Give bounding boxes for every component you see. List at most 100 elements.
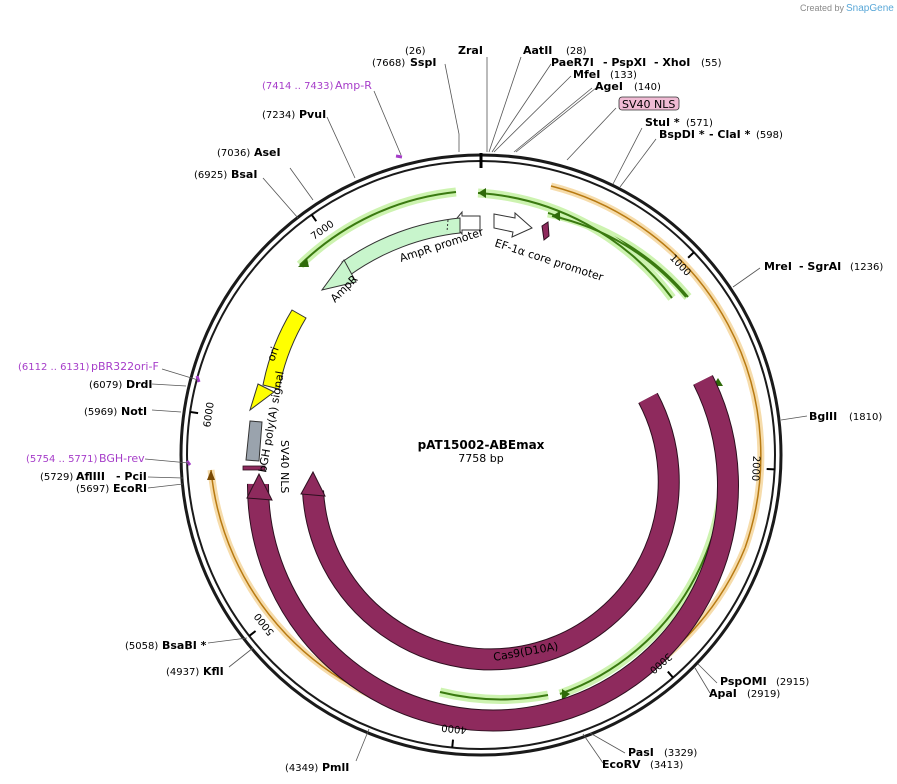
primer-pbr322ori-f[interactable]: pBR322ori-F: [91, 360, 159, 373]
credit-text: Created by: [800, 3, 845, 13]
primer-pbr322-bar: [195, 375, 201, 383]
orf-green-5: [551, 215, 687, 298]
orf-green-left: [299, 191, 457, 266]
site-drdi-pos: (6079): [89, 380, 122, 391]
ef1a-label[interactable]: EF-1α core promoter: [493, 236, 605, 284]
ori-label[interactable]: ori: [265, 345, 282, 363]
site-apai[interactable]: ApaI: [709, 687, 737, 700]
primer-pbr322-range: (6112 .. 6131): [18, 362, 90, 373]
site-noti[interactable]: NotI: [121, 405, 147, 418]
site-pcii[interactable]: - PciI: [116, 470, 147, 483]
cas9d10a-arc: [247, 375, 738, 731]
svg-text:(26): (26): [405, 46, 426, 57]
primer-bgh-rev[interactable]: BGH-rev: [99, 452, 145, 465]
site-sspi-pos: (7668): [372, 58, 405, 69]
site-sgrai[interactable]: - SgrAI: [799, 260, 841, 273]
site-agei[interactable]: AgeI: [595, 80, 623, 93]
site-afliii-pos: (5729): [40, 472, 73, 483]
site-asei[interactable]: AseI: [254, 146, 281, 159]
bgh-polya-box: [245, 420, 263, 462]
site-bsai[interactable]: BsaI: [231, 168, 257, 181]
site-pmli[interactable]: PmlI: [322, 761, 349, 774]
cas9d10a-arrowhead: [246, 472, 273, 501]
scale-tick-mark: [687, 251, 695, 259]
orf-orange-right: [550, 185, 762, 549]
ori-arrowhead: [249, 383, 275, 412]
site-bsabi-pos: (5058): [125, 641, 158, 652]
site-sspi[interactable]: SspI: [410, 56, 436, 69]
site-pos: (26): [405, 46, 426, 57]
ef1a-promoter-arrow: [493, 211, 533, 238]
sv40-nls-left-label[interactable]: SV40 NLS: [278, 440, 291, 493]
site-ecorv-pos: (3413): [650, 760, 683, 771]
leader-lines: [144, 56, 808, 764]
site-ecori[interactable]: EcoRI: [113, 482, 147, 495]
orf-green-4: [477, 192, 673, 299]
cas9-arrowhead: [300, 470, 326, 497]
site-bsabi[interactable]: BsaBI *: [162, 639, 207, 652]
site-mfei[interactable]: MfeI: [573, 68, 600, 81]
sv40-nls-top-mark: [541, 221, 550, 241]
site-mrei-pos: (1236): [850, 262, 883, 273]
site-bglii-pos: (1810): [849, 412, 882, 423]
site-noti-pos: (5969): [84, 407, 117, 418]
site-paer7i[interactable]: PaeR7I: [551, 56, 594, 69]
site-pspxi[interactable]: - PspXI: [603, 56, 646, 69]
primer-amp-r-range: (7414 .. 7433): [262, 81, 334, 92]
site-ecorv[interactable]: EcoRV: [602, 758, 641, 771]
sv40-nls-tag[interactable]: [618, 96, 680, 111]
scale-tick-mark: [310, 214, 318, 222]
orf-green-2: [559, 379, 725, 695]
plasmid-name: pAT15002-ABEmax: [418, 438, 545, 452]
site-bspdi[interactable]: BspDI *: [659, 128, 705, 141]
primer-amp-r-bar: [395, 154, 403, 159]
orf-green-3: [439, 691, 549, 701]
site-kfli[interactable]: KflI: [203, 665, 224, 678]
site-pmli-pos: (4349): [285, 763, 318, 774]
site-bsai-pos: (6925): [194, 170, 227, 181]
orf-green-2-arrow: [562, 689, 570, 700]
primer-amp-r[interactable]: Amp-R: [335, 79, 372, 92]
site-bspdi-pos: (598): [756, 130, 783, 141]
site-pvui[interactable]: PvuI: [299, 108, 326, 121]
orf-green-4-arrow: [478, 188, 486, 198]
site-ecori-pos: (5697): [76, 484, 109, 495]
scale-tick-mark: [248, 630, 257, 637]
site-bglii[interactable]: BglII: [809, 410, 837, 423]
site-stui[interactable]: StuI *: [645, 116, 680, 129]
site-apai-pos: (2919): [747, 689, 780, 700]
site-aatii[interactable]: AatII: [523, 44, 552, 57]
scale-tick-mark: [451, 739, 455, 748]
site-agei-pos: (140): [634, 82, 661, 93]
sv40-nls-left-mark: [242, 465, 266, 471]
site-pspomi-pos: (2915): [776, 677, 809, 688]
scale-tick-label: 6000: [202, 401, 217, 428]
site-xhoi[interactable]: - XhoI: [654, 56, 690, 69]
orf-green-left-arrow: [298, 258, 309, 267]
site-afliii[interactable]: AflIII: [76, 470, 105, 483]
snapgene-brand: SnapGene: [846, 3, 894, 14]
site-mfei-pos: (133): [610, 70, 637, 81]
site-pasi-pos: (3329): [664, 748, 697, 759]
primer-bgh-rev-range: (5754 .. 5771): [26, 454, 98, 465]
site-pasi[interactable]: PasI: [628, 746, 654, 759]
cas9-arc: [303, 393, 679, 670]
site-mrei[interactable]: MreI: [764, 260, 792, 273]
cas9-label[interactable]: Cas9: [510, 607, 539, 624]
site-asei-pos: (7036): [217, 148, 250, 159]
scale-tick-label: 4000: [441, 721, 467, 734]
ori-body: [262, 309, 307, 390]
sv40-nls-tag-label: SV40 NLS: [622, 98, 675, 111]
plasmid-length: 7758 bp: [458, 452, 503, 465]
orf-orange-arrowhead: [207, 470, 215, 480]
site-clai[interactable]: - ClaI *: [709, 128, 751, 141]
site-pspomi[interactable]: PspOMI: [720, 675, 767, 688]
scale-tick-label: 2000: [749, 455, 761, 481]
orf-green-5-arrow: [552, 211, 560, 221]
site-drdi[interactable]: DrdI: [126, 378, 153, 391]
ampr-arrowhead: [320, 259, 357, 291]
site-zrai[interactable]: ZraI: [458, 44, 483, 57]
scale-tick-mark: [667, 670, 674, 679]
